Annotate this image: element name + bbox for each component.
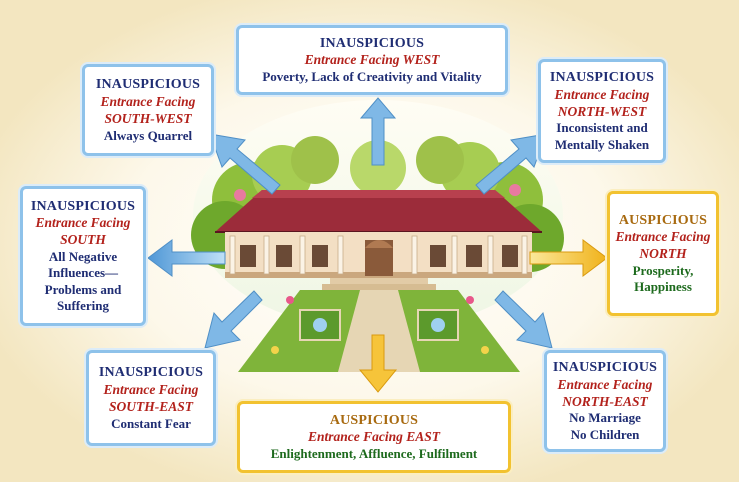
effect-text: Happiness bbox=[634, 279, 692, 295]
direction-label: Entrance Facing EAST bbox=[307, 429, 441, 445]
direction-name: SOUTH-WEST bbox=[104, 110, 192, 126]
box-entrance-north: AUSPICIOUS Entrance Facing NORTH Prosper… bbox=[607, 191, 719, 316]
arrow-east bbox=[358, 334, 398, 393]
status-label: INAUSPICIOUS bbox=[552, 360, 658, 376]
status-label: AUSPICIOUS bbox=[329, 412, 419, 428]
direction-arrows bbox=[147, 97, 608, 393]
effect-text: Constant Fear bbox=[111, 415, 191, 431]
box-entrance-south: INAUSPICIOUS Entrance Facing SOUTH All N… bbox=[20, 186, 146, 326]
box-entrance-north-west: INAUSPICIOUS Entrance Facing NORTH-WEST … bbox=[538, 59, 666, 163]
effect-text: All Negative bbox=[48, 249, 118, 265]
effect-text: Mentally Shaken bbox=[554, 136, 650, 152]
garden bbox=[238, 290, 520, 372]
arrow-south bbox=[147, 239, 226, 277]
direction-label: Entrance Facing bbox=[100, 93, 196, 109]
direction-name: NORTH bbox=[639, 246, 687, 261]
direction-label: Entrance Facing bbox=[35, 215, 131, 231]
direction-name: NORTH-WEST bbox=[557, 103, 647, 119]
direction-label: Entrance Facing bbox=[103, 381, 199, 397]
arrow-south-east bbox=[204, 290, 263, 349]
direction-label: Entrance Facing bbox=[554, 86, 650, 102]
box-entrance-north-east: INAUSPICIOUS Entrance Facing NORTH-EAST … bbox=[544, 350, 666, 452]
status-label: INAUSPICIOUS bbox=[319, 35, 425, 51]
direction-name: SOUTH bbox=[60, 232, 106, 248]
effect-text: Inconsistent and bbox=[556, 120, 648, 136]
effect-text: No Children bbox=[570, 426, 640, 442]
status-label: INAUSPICIOUS bbox=[30, 198, 136, 214]
direction-label: Entrance Facing bbox=[615, 229, 711, 245]
box-entrance-east: AUSPICIOUS Entrance Facing EAST Enlighte… bbox=[237, 401, 511, 473]
box-entrance-south-west: INAUSPICIOUS Entrance Facing SOUTH-WEST … bbox=[82, 64, 214, 156]
effect-text: Enlightenment, Affluence, Fulfilment bbox=[270, 446, 478, 462]
box-entrance-west: INAUSPICIOUS Entrance Facing WEST Povert… bbox=[236, 25, 508, 95]
arrow-west bbox=[359, 97, 397, 166]
arrow-north-east bbox=[494, 290, 553, 349]
box-entrance-south-east: INAUSPICIOUS Entrance Facing SOUTH-EAST … bbox=[86, 350, 216, 446]
effect-text: Poverty, Lack of Creativity and Vitality bbox=[262, 69, 482, 85]
status-label: INAUSPICIOUS bbox=[98, 365, 204, 381]
effect-text: No Marriage bbox=[569, 410, 641, 426]
status-label: INAUSPICIOUS bbox=[95, 77, 201, 93]
direction-name: SOUTH-EAST bbox=[108, 398, 193, 414]
effect-text: Prosperity, bbox=[632, 262, 694, 278]
arrow-north bbox=[529, 239, 608, 277]
status-label: INAUSPICIOUS bbox=[549, 70, 655, 86]
effect-text: Suffering bbox=[57, 297, 109, 313]
direction-name: NORTH-EAST bbox=[562, 393, 648, 409]
arrow-south-west bbox=[209, 133, 281, 195]
house bbox=[215, 190, 542, 290]
direction-label: Entrance Facing WEST bbox=[304, 52, 440, 68]
status-label: AUSPICIOUS bbox=[618, 212, 708, 228]
effect-text: Always Quarrel bbox=[103, 127, 193, 143]
direction-label: Entrance Facing bbox=[557, 376, 653, 392]
effect-text: Influences— bbox=[47, 265, 119, 281]
effect-text: Problems and bbox=[44, 281, 122, 297]
